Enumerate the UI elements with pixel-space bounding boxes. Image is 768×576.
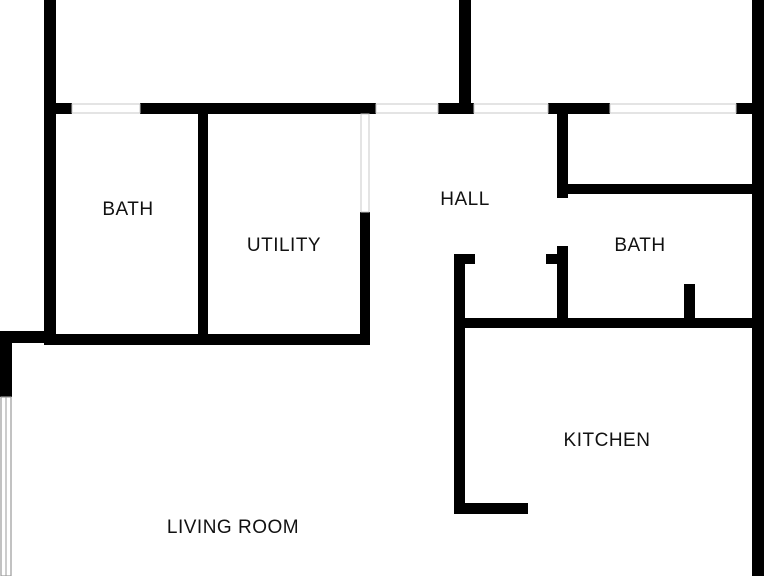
room-label-kitchen: KITCHEN — [564, 430, 651, 451]
wall-bath-left — [557, 246, 568, 326]
wall-bath-utility — [198, 108, 208, 344]
wall-kitchen-left — [454, 254, 465, 514]
wall-left-upper — [44, 0, 56, 340]
room-label-bath-right: BATH — [614, 235, 665, 256]
wall-utility-right — [360, 212, 370, 344]
opening-utility-door — [360, 113, 370, 213]
openings — [0, 103, 737, 576]
wall-upper-h-1 — [44, 103, 72, 114]
wall-upper-h-4 — [548, 103, 610, 114]
room-label-living-room: LIVING ROOM — [167, 517, 299, 538]
wall-upper-h-2 — [140, 103, 376, 114]
wall-kitchen-top — [454, 318, 764, 328]
room-label-bath-left: BATH — [102, 199, 153, 220]
wall-bath-stub — [684, 284, 695, 326]
opening-hall-door-2 — [473, 103, 549, 114]
wall-left-jog-v — [0, 331, 12, 397]
wall-closet-bottom — [557, 184, 764, 194]
wall-upper-h-3 — [438, 103, 474, 114]
wall-hall-stub-right-h — [546, 254, 567, 264]
opening-bath-window — [71, 103, 141, 114]
wall-closet-left — [557, 108, 568, 198]
opening-closet-door — [609, 103, 737, 114]
opening-hall-door-1 — [375, 103, 439, 114]
wall-right — [752, 0, 764, 576]
wall-bath-utility-bottom — [44, 334, 370, 345]
wall-top-divider — [459, 0, 471, 112]
room-label-utility: UTILITY — [247, 235, 321, 256]
wall-upper-h-5 — [736, 103, 764, 114]
room-labels: BATH UTILITY HALL BATH KITCHEN LIVING RO… — [102, 189, 665, 538]
wall-left-jog-h — [0, 331, 56, 343]
room-label-hall: HALL — [440, 189, 490, 210]
wall-kitchen-bottom-stub — [454, 503, 528, 514]
